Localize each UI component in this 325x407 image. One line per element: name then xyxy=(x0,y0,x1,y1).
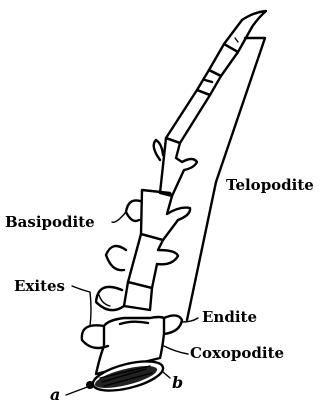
label-basipodite: Basipodite xyxy=(5,213,95,231)
proximal-segment xyxy=(96,282,152,310)
endite-lobe xyxy=(164,315,182,334)
a-leader xyxy=(66,386,90,395)
label-endite: Endite xyxy=(202,308,257,326)
lower-segment xyxy=(106,234,178,288)
basipodite-segment xyxy=(126,190,190,240)
label-coxopodite: Coxopodite xyxy=(190,344,284,362)
basipodite-leader xyxy=(112,212,126,222)
point-a-marker xyxy=(86,381,94,389)
claw-segment xyxy=(224,11,266,52)
label-b: b xyxy=(172,373,183,392)
coxopodite-leader xyxy=(164,346,188,354)
middle-segment xyxy=(154,138,197,196)
endite-leader xyxy=(182,318,198,322)
b-leader xyxy=(163,372,170,378)
label-a: a xyxy=(50,385,60,404)
long-segment xyxy=(166,90,210,143)
label-telopodite: Telopodite xyxy=(226,176,314,194)
label-exites: Exites xyxy=(14,277,65,295)
exites-leader xyxy=(72,286,91,326)
